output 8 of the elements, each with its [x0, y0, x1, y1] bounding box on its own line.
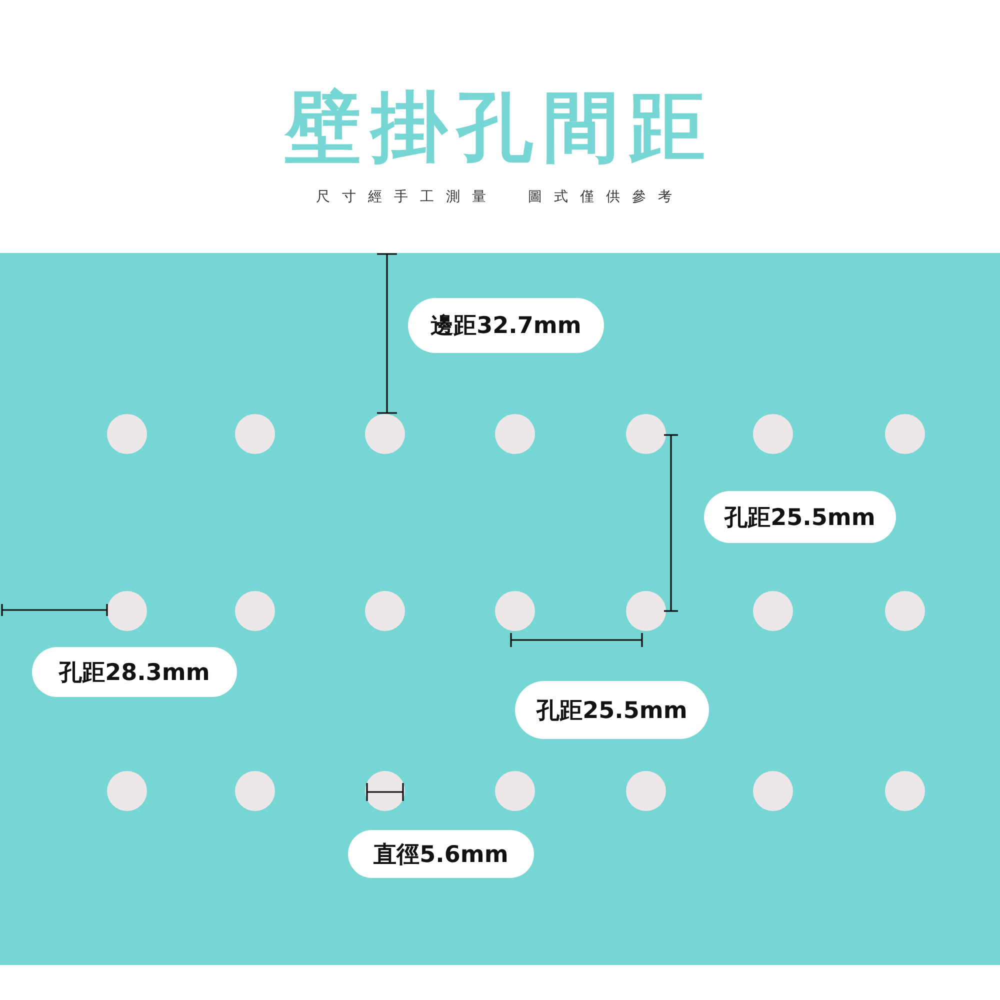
dimension-label: 直徑5.6mm [348, 830, 534, 878]
title: 壁掛孔間距 [283, 82, 716, 172]
dimension-label: 孔距28.3mm [32, 647, 237, 697]
dimension-label: 孔距25.5mm [515, 681, 709, 739]
note-text: 圖式僅供參考 [528, 188, 684, 207]
dimension-label: 邊距32.7mm [408, 298, 604, 353]
note-text: 尺寸經手工測量 [316, 188, 498, 207]
dimension-label: 孔距25.5mm [704, 491, 896, 543]
